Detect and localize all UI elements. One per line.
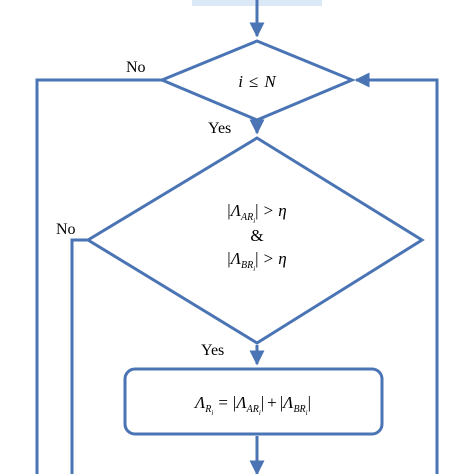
edge-decision1-no bbox=[35, 78, 162, 474]
label-no-left: No bbox=[56, 221, 76, 238]
process-expression: ΛRi=|ΛARi|+|ΛBRi| bbox=[193, 393, 311, 417]
decision-threshold bbox=[85, 136, 425, 345]
label-no-top: No bbox=[126, 59, 146, 76]
label-yes-2: Yes bbox=[201, 342, 224, 359]
decision2-and: & bbox=[250, 226, 263, 245]
edge-decision2-no bbox=[70, 238, 88, 474]
process-sum-box bbox=[123, 367, 384, 436]
decision1-expression: i≤N bbox=[238, 72, 277, 91]
decision-i-le-n bbox=[158, 39, 356, 122]
label-yes-1: Yes bbox=[208, 120, 231, 137]
edge-loop-back bbox=[354, 72, 439, 474]
